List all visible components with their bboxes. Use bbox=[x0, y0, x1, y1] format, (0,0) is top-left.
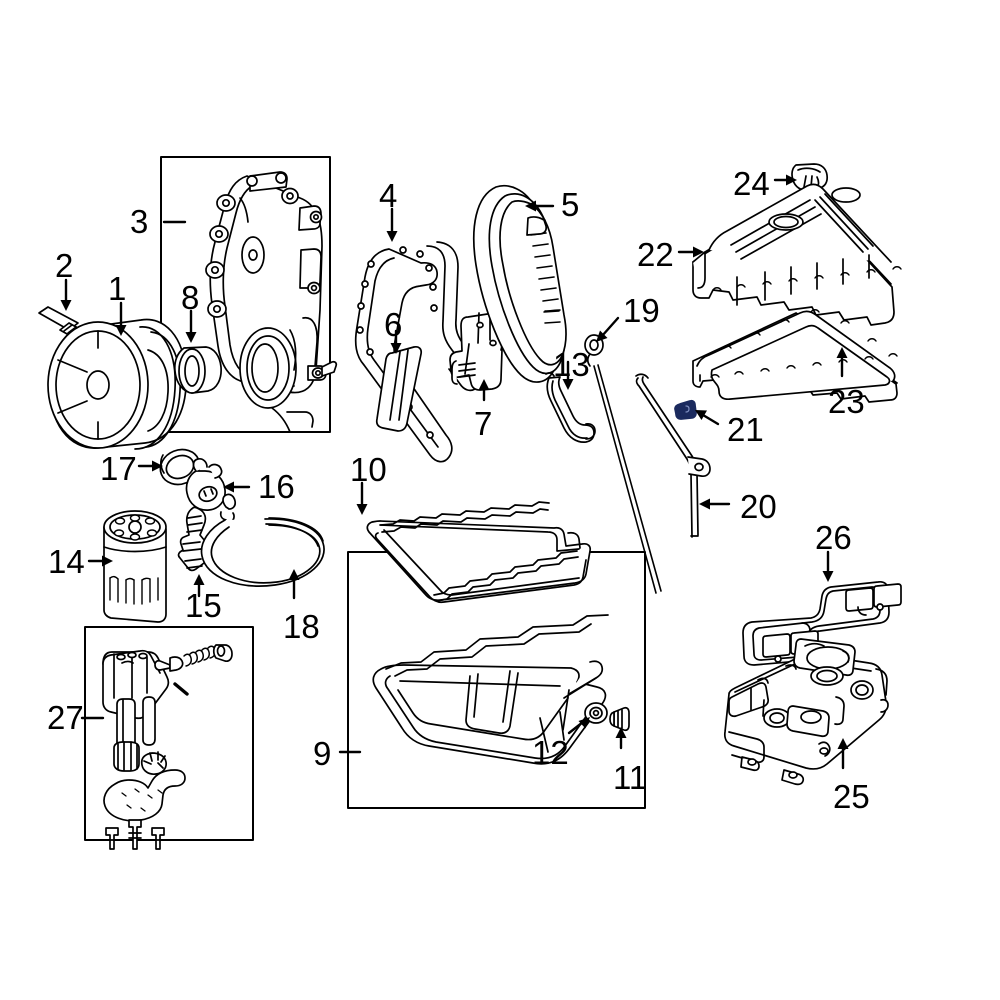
callout-label-12: 12 bbox=[532, 734, 569, 771]
callout-arrow-12 bbox=[567, 717, 590, 735]
callout-arrow-5 bbox=[525, 200, 555, 212]
callout-label-7: 7 bbox=[474, 405, 493, 442]
callout-arrow-7 bbox=[478, 379, 490, 402]
callout-label-27: 27 bbox=[47, 699, 84, 736]
callout-label-4: 4 bbox=[379, 177, 398, 214]
callout-label-23: 23 bbox=[828, 383, 865, 420]
callout-arrow-21 bbox=[695, 410, 720, 426]
callout-label-17: 17 bbox=[100, 450, 137, 487]
part-timing-chain bbox=[473, 184, 567, 383]
callout-arrow-16 bbox=[223, 481, 251, 493]
callout-label-2: 2 bbox=[55, 247, 74, 284]
callout-arrow-8 bbox=[185, 309, 197, 343]
callout-arrow-11 bbox=[615, 727, 627, 750]
callout-label-19: 19 bbox=[623, 292, 660, 329]
callout-arrow-13 bbox=[562, 360, 574, 390]
callout-arrow-1 bbox=[115, 301, 127, 336]
callout-label-1: 1 bbox=[108, 270, 127, 307]
callout-arrow-22 bbox=[677, 246, 704, 258]
callout-label-15: 15 bbox=[185, 587, 222, 624]
callout-arrow-18 bbox=[288, 569, 300, 600]
part-valve-cover-gasket bbox=[692, 309, 898, 403]
callout-label-14: 14 bbox=[48, 543, 85, 580]
part-oil-adapter-oring bbox=[200, 493, 325, 587]
callout-arrow-17 bbox=[137, 460, 163, 472]
callout-arrow-4 bbox=[386, 207, 398, 242]
callout-label-25: 25 bbox=[833, 778, 870, 815]
part-oil-pan-gasket bbox=[366, 501, 592, 604]
callout-arrow-15 bbox=[193, 574, 205, 598]
part-chain-tensioner bbox=[449, 311, 504, 391]
callout-label-9: 9 bbox=[313, 735, 332, 772]
callout-label-22: 22 bbox=[637, 236, 674, 273]
part-front-crank-seal bbox=[173, 346, 222, 394]
callout-label-10: 10 bbox=[350, 451, 387, 488]
callout-arrow-14 bbox=[87, 555, 113, 567]
callout-arrow-20 bbox=[699, 498, 731, 510]
part-drain-plug-bolt bbox=[609, 706, 630, 732]
callout-label-13: 13 bbox=[553, 346, 590, 383]
part-oil-filler-cap bbox=[185, 458, 226, 511]
callout-arrow-10 bbox=[356, 481, 368, 515]
part-dipstick-tube-clip bbox=[674, 399, 697, 420]
callout-label-8: 8 bbox=[181, 279, 200, 316]
part-lower-intake-manifold bbox=[723, 638, 889, 786]
part-oil-pickup-bracket bbox=[545, 372, 596, 443]
part-oil-filter bbox=[103, 510, 167, 623]
part-chain-guide bbox=[375, 345, 423, 432]
callout-arrow-24 bbox=[773, 174, 797, 186]
callout-label-21: 21 bbox=[727, 411, 764, 448]
callout-label-6: 6 bbox=[384, 306, 403, 343]
part-crankshaft-pulley bbox=[47, 318, 187, 450]
part-dipstick-tube bbox=[635, 373, 711, 538]
part-oil-pressure-sender bbox=[177, 506, 208, 572]
callout-label-26: 26 bbox=[815, 519, 852, 556]
part-valve-cover bbox=[692, 183, 902, 326]
callout-label-18: 18 bbox=[283, 608, 320, 645]
callout-arrow-23 bbox=[836, 347, 848, 378]
callout-arrow-26 bbox=[822, 550, 834, 582]
callout-label-3: 3 bbox=[130, 203, 149, 240]
callout-arrow-2 bbox=[60, 278, 72, 311]
callout-arrow-19 bbox=[596, 316, 620, 342]
callout-label-5: 5 bbox=[561, 186, 580, 223]
callout-label-20: 20 bbox=[740, 488, 777, 525]
callout-label-24: 24 bbox=[733, 165, 770, 202]
part-oil-pump-kit bbox=[102, 644, 233, 850]
callout-label-11: 11 bbox=[613, 759, 648, 796]
part-dipstick bbox=[584, 334, 662, 594]
callout-label-16: 16 bbox=[258, 468, 295, 505]
callout-arrow-25 bbox=[837, 738, 849, 770]
part-timing-cover bbox=[205, 171, 338, 433]
callout-arrow-6 bbox=[390, 329, 402, 354]
